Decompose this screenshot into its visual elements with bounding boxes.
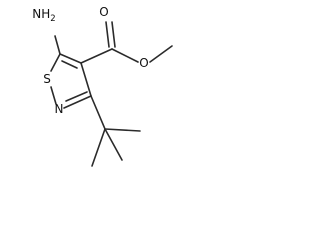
bond-s1-c5 [50,53,61,72]
bond-tbutyl-methyl-right [104,128,141,132]
bond-c3-c4 [80,62,92,97]
bond-carbonyl-double-outer [105,21,110,48]
sulfur-label: S [43,72,51,86]
bond-tbutyl-methyl-bottom [104,128,123,161]
bond-ester-o-methyl [149,45,173,63]
bond-c3-tbutyl-c [90,95,106,130]
bond-n2-c3-inner [65,91,88,102]
amine-label: NH2 [32,7,55,24]
amine-label-main: NH [32,7,50,21]
bond-tbutyl-methyl-left [91,128,106,167]
ring-nitrogen-label: N [55,102,64,116]
bond-n2-c3 [63,95,92,109]
bond-c4-c5 [59,53,82,64]
bond-s1-n2 [50,86,57,105]
amine-label-subscript: 2 [50,14,55,24]
bond-carbonyl-c-ester-o [111,48,139,63]
bond-c4-carbonyl-c [80,48,113,64]
carbonyl-oxygen-label: O [99,5,108,19]
molecule-structure: NH2 S N O O [32,5,173,167]
bond-carbonyl-double-inner [111,21,116,48]
ester-oxygen-label: O [139,56,148,70]
bond-c4-c5-inner [61,60,78,69]
bond-c5-n-amine [54,35,61,55]
